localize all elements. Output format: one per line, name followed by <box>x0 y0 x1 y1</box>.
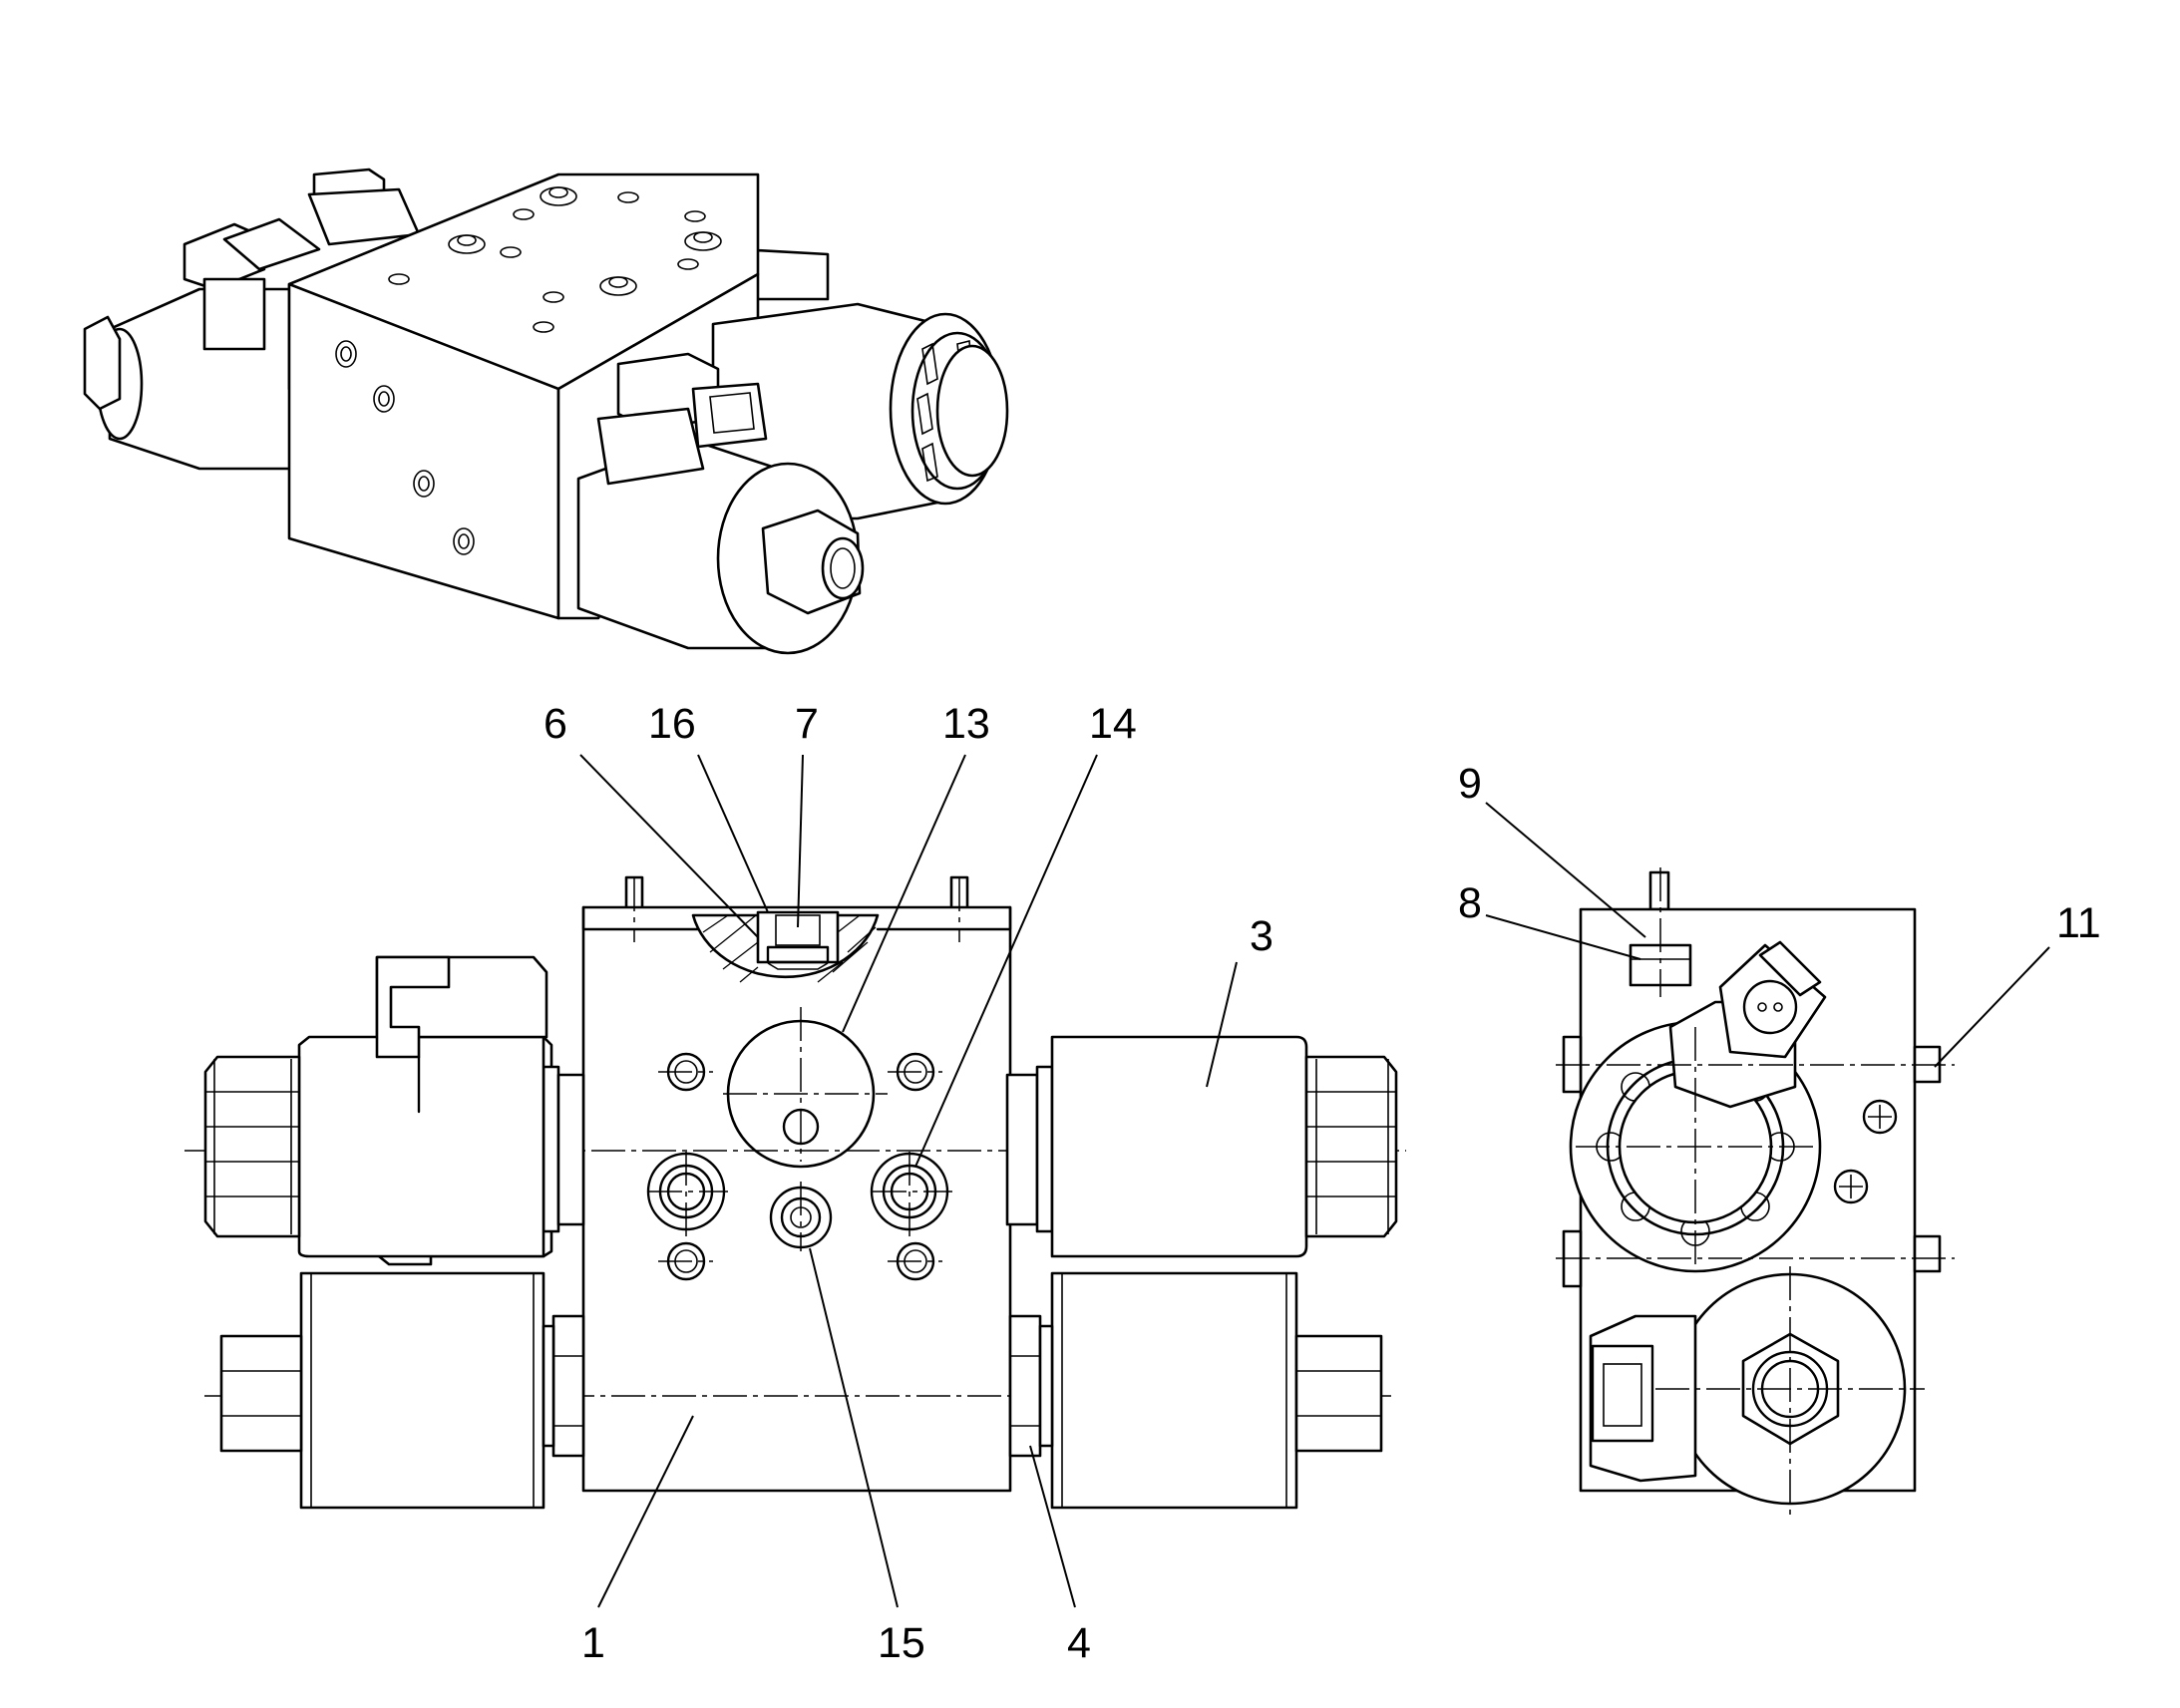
callout-3: 3 <box>1250 912 1273 960</box>
side-view <box>1556 867 1955 1516</box>
left-coil-lower <box>299 1271 545 1510</box>
callout-13: 13 <box>942 700 990 748</box>
leader-13 <box>842 754 966 1033</box>
leader-lines <box>579 754 2050 1608</box>
left-coil-upper <box>297 1035 545 1258</box>
leader-14 <box>914 754 1098 1168</box>
leader-7 <box>797 754 804 928</box>
front-view <box>184 875 1406 1510</box>
leader-8 <box>1485 914 1641 960</box>
callout-14: 14 <box>1089 700 1137 748</box>
callout-15: 15 <box>878 1619 925 1667</box>
callout-4: 4 <box>1067 1619 1091 1667</box>
leader-15 <box>809 1247 899 1608</box>
right-coil-lower <box>1050 1271 1298 1510</box>
callout-9: 9 <box>1458 760 1482 808</box>
leader-1 <box>597 1415 694 1608</box>
callout-7: 7 <box>795 700 819 748</box>
leader-9 <box>1485 802 1646 938</box>
callout-11: 11 <box>2056 899 2101 947</box>
callout-16: 16 <box>648 700 696 748</box>
right-coil-upper <box>1050 1035 1308 1258</box>
callouts: 6 16 7 13 14 3 1 15 4 9 8 11 <box>544 700 2101 1667</box>
leader-4 <box>1029 1445 1076 1608</box>
leader-3 <box>1206 961 1238 1088</box>
callout-8: 8 <box>1458 879 1482 927</box>
leader-16 <box>697 754 769 913</box>
leader-6 <box>579 754 759 938</box>
callout-1: 1 <box>581 1619 605 1667</box>
callout-6: 6 <box>544 700 567 748</box>
isometric-view <box>83 168 1009 655</box>
leader-11 <box>1934 946 2050 1068</box>
